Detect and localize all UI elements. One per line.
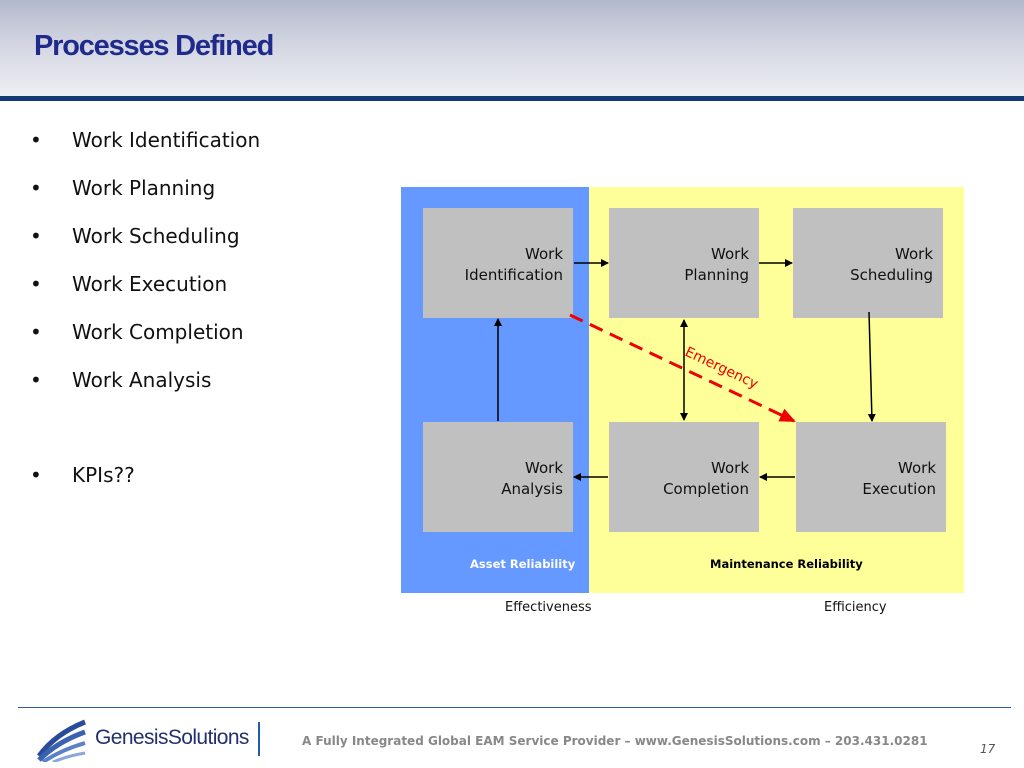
bullet-marker: • <box>30 368 42 392</box>
efficiency-label: Efficiency <box>824 600 887 615</box>
bullet-item: • Work Identification <box>30 124 260 172</box>
bullet-marker: • <box>30 224 42 248</box>
box-work-completion: Work Completion <box>609 422 759 532</box>
bullet-text: Work Identification <box>72 128 261 152</box>
bullet-text: Work Scheduling <box>72 224 240 248</box>
slide-title: Processes Defined <box>34 30 274 62</box>
effectiveness-label: Effectiveness <box>505 600 592 615</box>
box-line: Execution <box>862 480 936 498</box>
bullet-text: Work Completion <box>72 320 244 344</box>
box-line: Scheduling <box>850 266 933 284</box>
bullet-marker: • <box>30 272 42 296</box>
header-rule <box>0 96 1024 101</box>
maintenance-reliability-label: Maintenance Reliability <box>710 557 863 571</box>
arrow-scheduling-to-execution <box>867 311 876 422</box>
box-line: Work <box>898 459 936 477</box>
bullet-text: Work Planning <box>72 176 216 200</box>
bullet-marker: • <box>30 320 42 344</box>
box-line: Work <box>711 245 749 263</box>
bullet-list: • Work Identification • Work Planning • Wor… <box>30 124 260 507</box>
header-band <box>0 0 1024 96</box>
bullet-text: KPIs?? <box>72 463 135 487</box>
genesis-logo-mark <box>36 719 86 762</box>
footer-rule <box>18 707 1011 708</box>
emergency-dashed-arrow <box>569 313 796 423</box>
genesis-logo-text: GenesisSolutions <box>95 726 249 750</box>
box-work-scheduling: Work Scheduling <box>793 208 943 318</box>
asset-reliability-label: Asset Reliability <box>470 557 576 571</box>
box-work-analysis: Work Analysis <box>423 422 573 532</box>
slide-number: 17 <box>980 742 996 756</box>
box-work-identification: Work Identification <box>423 208 573 318</box>
box-work-planning: Work Planning <box>609 208 759 318</box>
process-diagram: Work Identification Work Planning Work S… <box>401 187 964 593</box>
box-work-execution: Work Execution <box>796 422 946 532</box>
flow-arrows: Emergency <box>494 259 876 481</box>
bullet-item: • Work Completion <box>30 316 260 364</box>
bullet-text: Work Execution <box>72 272 228 296</box>
box-line: Analysis <box>501 480 563 498</box>
bullet-item: • Work Scheduling <box>30 220 260 268</box>
box-line: Completion <box>663 480 749 498</box>
box-line: Work <box>895 245 933 263</box>
box-line: Identification <box>464 266 563 284</box>
box-line: Work <box>525 459 563 477</box>
box-line: Planning <box>684 266 749 284</box>
footer-tagline: A Fully Integrated Global EAM Service Pr… <box>302 734 928 748</box>
bullet-marker: • <box>30 128 42 152</box>
box-line: Work <box>525 245 563 263</box>
box-line: Work <box>711 459 749 477</box>
bullet-item: • Work Execution <box>30 268 260 316</box>
logo-word-genesis: Genesis <box>95 726 168 749</box>
bullet-marker: • <box>30 176 42 200</box>
bullet-item: • KPIs?? <box>30 459 260 507</box>
bullet-item: • Work Analysis <box>30 364 260 412</box>
logo-word-solutions: Solutions <box>167 726 250 749</box>
logo-divider <box>258 722 260 756</box>
bullet-marker: • <box>30 463 42 487</box>
bullet-item: • Work Planning <box>30 172 260 220</box>
bullet-text: Work Analysis <box>72 368 212 392</box>
